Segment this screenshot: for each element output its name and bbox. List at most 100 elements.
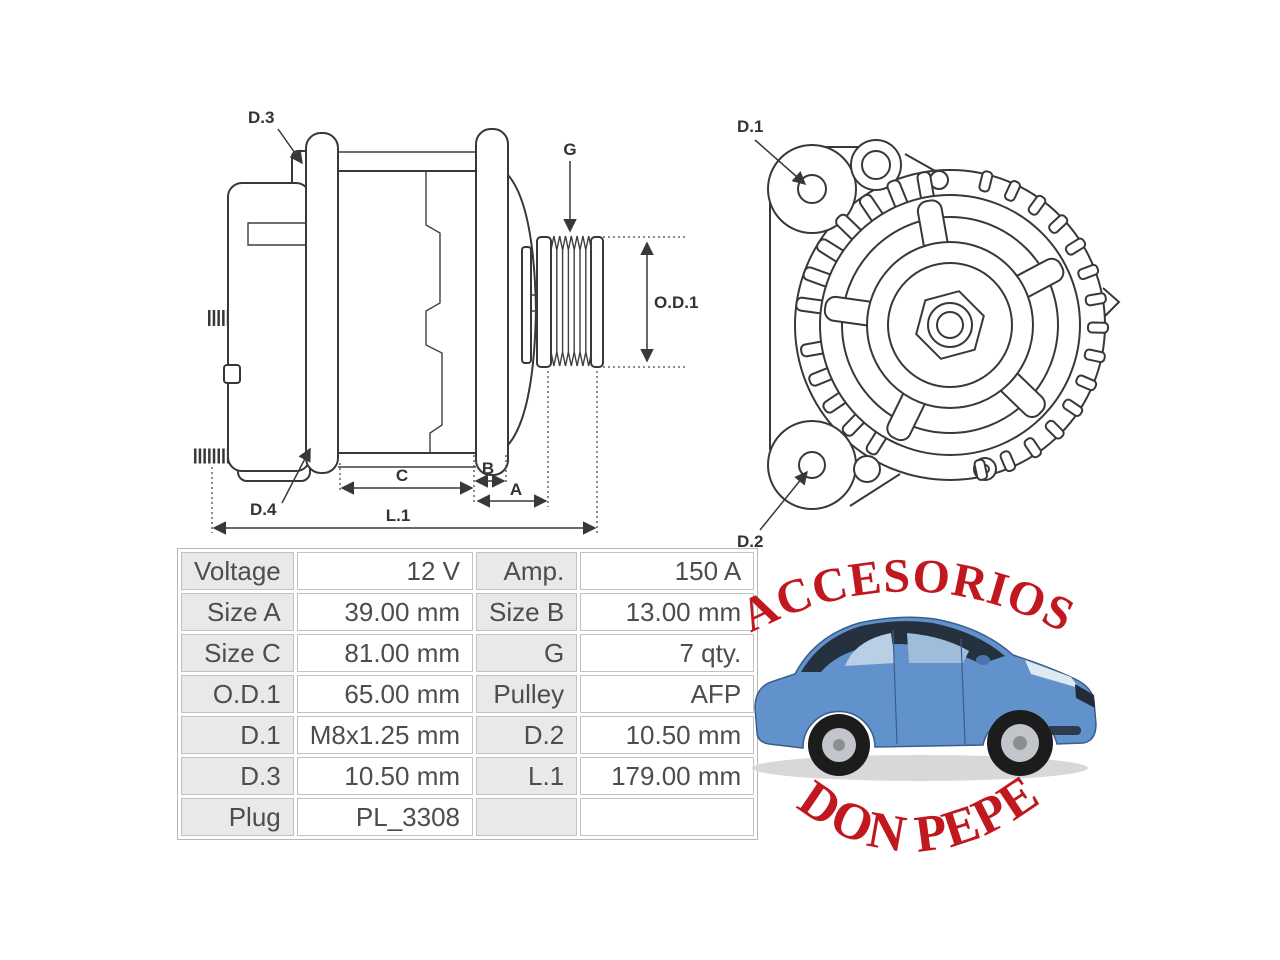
d4-leader-line (281, 447, 311, 504)
spec-value: M8x1.25 mm (296, 716, 474, 754)
spec-value: 150 A (580, 552, 755, 590)
spec-table: Voltage 12 V Amp. 150 A Size A 39.00 mm … (177, 548, 759, 840)
spec-label: D.3 (181, 757, 294, 795)
vent-slot (1027, 194, 1047, 216)
spec-label: G (476, 634, 578, 672)
table-row: Plug PL_3308 (181, 798, 755, 836)
pulley-ribs (556, 250, 587, 352)
body-step-line (425, 171, 443, 453)
top-lug-hole (861, 150, 891, 180)
table-row: Size A 39.00 mm Size B 13.00 mm (181, 593, 755, 631)
spec-label: Amp. (476, 552, 578, 590)
spec-value: 13.00 mm (580, 593, 755, 631)
car-front-hub (1013, 736, 1027, 750)
lower-hole (853, 455, 881, 483)
stator-body (337, 170, 477, 454)
dimension-label-d4: D.4 (250, 500, 277, 519)
vent-slot (1048, 214, 1069, 234)
spec-value: 12 V (296, 552, 474, 590)
d3-leader-line (277, 128, 303, 165)
spec-value: 39.00 mm (296, 593, 474, 631)
spec-value: 179.00 mm (580, 757, 755, 795)
spec-value: PL_3308 (296, 798, 474, 836)
spec-label: Size C (181, 634, 294, 672)
pulley-right-flange (590, 236, 604, 368)
vent-slot (1077, 263, 1100, 281)
brand-logo: ACCESORIOS DON PEPE (733, 549, 1097, 864)
spec-value: 7 qty. (580, 634, 755, 672)
front-bracket (475, 128, 509, 476)
dimension-label-d2: D.2 (737, 532, 763, 551)
dimension-label-c: C (396, 466, 408, 485)
shaft-center (936, 311, 964, 339)
spec-value: 81.00 mm (296, 634, 474, 672)
vent-slot (1086, 321, 1110, 334)
spec-label: Size B (476, 593, 578, 631)
car-image (752, 616, 1097, 781)
shaft-disc (521, 246, 532, 364)
side-view-diagram: O.D.1 G D.3 D.4 C B A L.1 (194, 108, 698, 535)
spec-label: D.2 (476, 716, 578, 754)
spec-value: 10.50 mm (580, 716, 755, 754)
table-row: Voltage 12 V Amp. 150 A (181, 552, 755, 590)
dimension-label-od1: O.D.1 (654, 293, 698, 312)
vent-slot (973, 458, 989, 481)
d2-leader-line (759, 470, 808, 531)
spec-value (580, 798, 755, 836)
car-window-glass (907, 633, 969, 663)
rear-housing (227, 182, 311, 472)
spec-label: Size A (181, 593, 294, 631)
car-rear-hub (833, 739, 845, 751)
car-mirror (976, 655, 990, 665)
extension-lines (603, 236, 685, 368)
spec-label: L.1 (476, 757, 578, 795)
spec-value: 65.00 mm (296, 675, 474, 713)
vent-slot (1062, 398, 1084, 417)
car-grille (1075, 684, 1095, 708)
extension-lines (211, 371, 598, 533)
dimension-label-l1: L.1 (386, 506, 411, 525)
table-row: O.D.1 65.00 mm Pulley AFP (181, 675, 755, 713)
car-intake (1047, 726, 1081, 735)
car-headlight (1025, 660, 1079, 688)
vent-slot (1084, 292, 1107, 307)
pulley-left-flange (536, 236, 552, 368)
housing-notch (223, 364, 241, 384)
pulley-grooves-top (550, 235, 593, 251)
spec-label: D.1 (181, 716, 294, 754)
car-window-glass (845, 633, 895, 666)
spec-value: 10.50 mm (296, 757, 474, 795)
vent-slot (1075, 374, 1098, 392)
dimension-label-a: A (510, 480, 522, 499)
pulley-grooves-bottom (550, 351, 593, 367)
vent-slot (1004, 180, 1021, 202)
spec-label: Voltage (181, 552, 294, 590)
vent-slot (1023, 437, 1042, 459)
dimension-label-d1: D.1 (737, 117, 763, 136)
spec-value: AFP (580, 675, 755, 713)
car-door-lines (892, 629, 966, 745)
vent-slot (1044, 419, 1065, 440)
table-row: D.3 10.50 mm L.1 179.00 mm (181, 757, 755, 795)
d1-hole (797, 174, 827, 204)
spec-label: Pulley (476, 675, 578, 713)
table-row: Size C 81.00 mm G 7 qty. (181, 634, 755, 672)
spec-label (476, 798, 578, 836)
d1-leader-line (754, 139, 807, 185)
housing-slot (247, 222, 308, 246)
vent-slot (999, 450, 1017, 473)
dimension-label-d3: D.3 (248, 108, 274, 127)
spec-label: O.D.1 (181, 675, 294, 713)
right-tab (1102, 287, 1121, 317)
dimension-label-g: G (563, 140, 576, 159)
d2-hole (798, 451, 826, 479)
dimension-label-b: B (482, 459, 494, 478)
vent-slot (1083, 348, 1106, 364)
spec-label: Plug (181, 798, 294, 836)
table-row: D.1 M8x1.25 mm D.2 10.50 mm (181, 716, 755, 754)
vent-slot (978, 170, 994, 193)
front-view-diagram: D.1 D.2 (737, 117, 1121, 551)
car-windows (801, 621, 1005, 672)
rear-bracket (305, 132, 339, 474)
